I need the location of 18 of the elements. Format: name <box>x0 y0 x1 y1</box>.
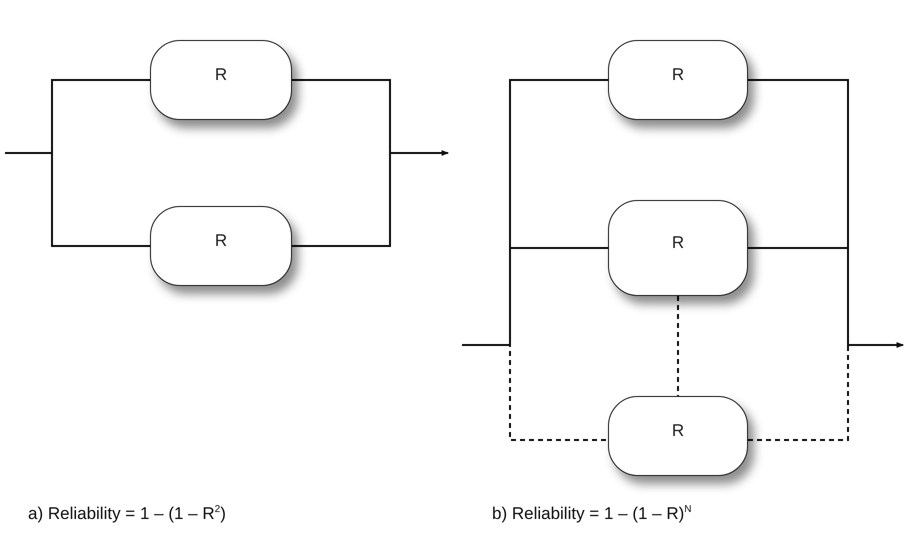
component-box <box>608 396 748 476</box>
connector-line <box>462 344 608 441</box>
component-box <box>150 40 292 120</box>
connector-line <box>677 296 679 396</box>
connector-line <box>748 342 904 441</box>
connector-line <box>748 247 904 348</box>
component-box <box>608 200 748 296</box>
component-box <box>150 206 292 286</box>
component-label: R <box>672 65 684 85</box>
formula-caption: a) Reliability = 1 – (1 – R$^{2}$) <box>28 504 226 524</box>
formula-caption: b) Reliability = 1 – (1 – R)$^{N}$ <box>492 504 692 524</box>
connector-line <box>292 150 449 247</box>
component-label: R <box>214 231 228 251</box>
component-label: R <box>672 233 684 253</box>
component-label: R <box>672 421 684 441</box>
connector-line <box>5 152 150 247</box>
component-box <box>608 40 748 120</box>
component-label: R <box>214 65 228 85</box>
